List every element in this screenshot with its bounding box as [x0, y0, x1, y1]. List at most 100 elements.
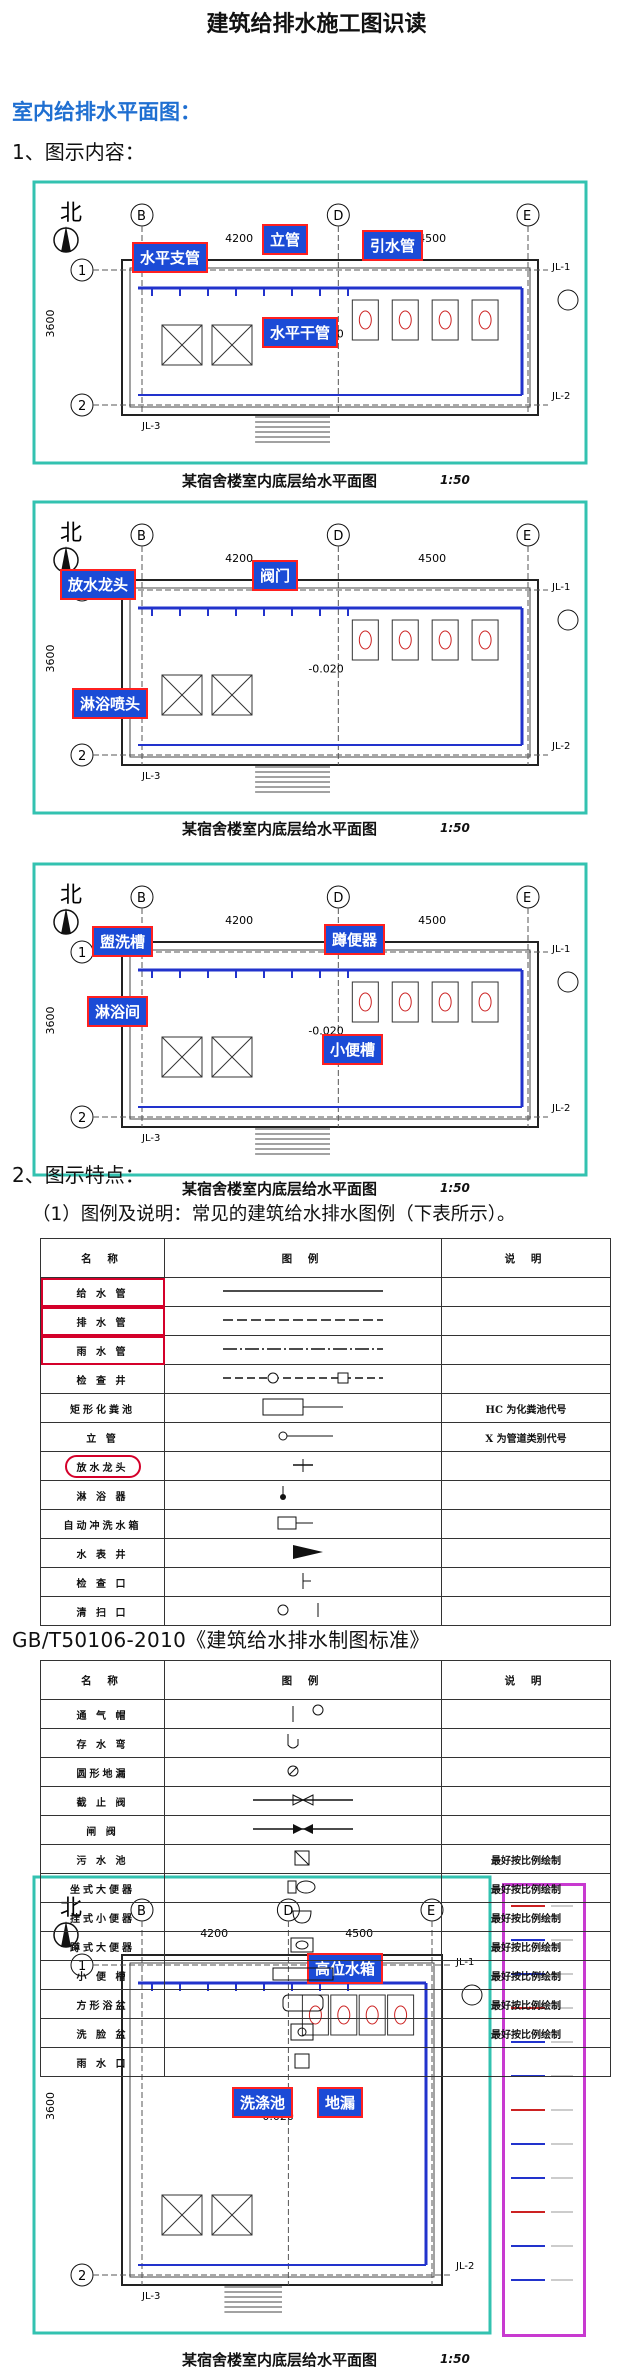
- legend-row: 放水龙头: [40, 1451, 611, 1481]
- legend-item-note: 最好按比例绘制: [441, 1989, 611, 2019]
- legend-symbol: [292, 1910, 312, 1924]
- callout-label: 淋浴间: [87, 996, 149, 1027]
- svg-text:1: 1: [78, 946, 86, 961]
- legend-item-name: 检 查 口: [76, 1578, 129, 1590]
- legend-row: 通 气 帽: [40, 1699, 611, 1729]
- legend-item-note: [441, 1306, 611, 1336]
- legend-item-note: [441, 1335, 611, 1365]
- legend-symbol: [292, 1704, 324, 1722]
- legend-row: 水 表 井: [40, 1538, 611, 1568]
- legend-item-note: [441, 1277, 611, 1307]
- floor-plan-1: 北BDE12420045003600-0.020JL-1JL-2JL-3水平支管…: [32, 180, 588, 495]
- legend-symbol: [287, 1765, 299, 1776]
- legend-row: 存 水 弯: [40, 1728, 611, 1758]
- svg-text:4200: 4200: [225, 232, 253, 245]
- svg-text:3600: 3600: [44, 310, 57, 338]
- svg-text:E: E: [523, 529, 531, 544]
- legend-symbol: [278, 1431, 333, 1440]
- legend-item-note: [441, 1451, 611, 1481]
- legend-row: 雨 水 口: [40, 2047, 611, 2077]
- legend-symbol: [253, 1823, 353, 1834]
- svg-text:E: E: [523, 209, 531, 224]
- svg-text:B: B: [137, 891, 146, 906]
- legend-symbol: [223, 1318, 383, 1321]
- legend-header: 说 明: [441, 1238, 611, 1278]
- legend-item-name: 淋 浴 器: [76, 1491, 129, 1503]
- floor-plan-2: 北BDE12420045003600-0.020JL-1JL-2JL-3放水龙头…: [32, 500, 588, 845]
- legend-item-name: 自动冲洗水箱: [63, 1520, 142, 1532]
- legend-item-name: 雨 水 管: [76, 1346, 129, 1358]
- plan-caption: 某宿舍楼室内底层给水平面图: [182, 1180, 378, 1198]
- standard-reference: GB/T50106-2010《建筑给水排水制图标准》: [12, 1628, 430, 1652]
- section-heading: 室内给排水平面图：: [12, 100, 201, 124]
- legend-symbol: [223, 1347, 383, 1350]
- callout-label: 引水管: [362, 230, 424, 261]
- callout-label: 洗涤池: [232, 2087, 294, 2118]
- legend-item-note: [441, 1815, 611, 1845]
- north-label: 北: [60, 521, 82, 546]
- legend-row: 蹲式大便器最好按比例绘制: [40, 1931, 611, 1961]
- legend-item-name: 蹲式大便器: [70, 1942, 135, 1954]
- north-label: 北: [60, 883, 82, 908]
- legend-header: 图 例: [164, 1660, 442, 1700]
- callout-label: 地漏: [317, 2087, 364, 2118]
- legend-symbol: [223, 1289, 383, 1292]
- plan-scale: 1:50: [440, 473, 470, 487]
- legend-row: 检 查 口: [40, 1567, 611, 1597]
- legend-item-name: 清 扫 口: [76, 1607, 129, 1619]
- legend-item-name: 给 水 管: [76, 1288, 129, 1300]
- svg-text:2: 2: [78, 399, 86, 414]
- legend-item-name: 水 表 井: [76, 1549, 129, 1561]
- legend-symbol: [223, 1372, 383, 1383]
- svg-text:JL-3: JL-3: [141, 771, 160, 782]
- legend-symbol: [293, 1458, 313, 1472]
- legend-symbol: [262, 1398, 343, 1415]
- plan-caption: 某宿舍楼室内底层给水平面图: [182, 2351, 378, 2369]
- callout-label: 立管: [262, 224, 309, 255]
- svg-text:4500: 4500: [418, 232, 446, 245]
- svg-text:B: B: [137, 529, 146, 544]
- svg-text:4200: 4200: [225, 914, 253, 927]
- legend-symbol: [282, 1994, 324, 2011]
- legend-header: 名 称: [40, 1238, 165, 1278]
- legend-item-name: 存 水 弯: [76, 1739, 129, 1751]
- legend-item-name: 雨 水 口: [76, 2058, 129, 2070]
- subsection-content: 1、图示内容：: [12, 140, 145, 164]
- legend-item-note: [441, 1699, 611, 1729]
- plan-scale: 1:50: [440, 821, 470, 835]
- legend-symbol: [287, 1880, 316, 1893]
- plan-caption: 某宿舍楼室内底层给水平面图: [182, 472, 378, 490]
- svg-text:4500: 4500: [418, 914, 446, 927]
- legend-item-name: 坐式大便器: [70, 1884, 135, 1896]
- legend-item-note: [441, 1596, 611, 1626]
- legend-item-name: 洗 脸 盆: [76, 2029, 129, 2041]
- legend-item-note: [441, 1364, 611, 1394]
- svg-text:JL-1: JL-1: [551, 262, 570, 273]
- legend-item-name: 通 气 帽: [76, 1710, 129, 1722]
- svg-text:JL-1: JL-1: [551, 582, 570, 593]
- svg-text:3600: 3600: [44, 1007, 57, 1035]
- legend-item-note: [441, 1567, 611, 1597]
- legend-item-note: [441, 1757, 611, 1787]
- legend-symbol: [294, 1850, 310, 1865]
- svg-text:D: D: [333, 209, 343, 224]
- legend-symbol: [272, 1967, 334, 1980]
- legend-row: 给 水 管: [40, 1277, 611, 1307]
- svg-text:JL-3: JL-3: [141, 421, 160, 432]
- svg-text:D: D: [333, 529, 343, 544]
- legend-item-name: 立 管: [86, 1433, 119, 1445]
- legend-row: 圆形地漏: [40, 1757, 611, 1787]
- svg-text:JL-2: JL-2: [551, 391, 570, 402]
- legend-symbol: [290, 2023, 314, 2040]
- legend-item-name: 放水龙头: [64, 1454, 141, 1478]
- svg-text:2: 2: [78, 1111, 86, 1126]
- legend-symbol: [253, 1793, 353, 1806]
- legend-description: （1）图例及说明：常见的建筑给水排水图例（下表所示）。: [32, 1204, 516, 1225]
- legend-item-note: [441, 1538, 611, 1568]
- callout-label: 盥洗槽: [92, 926, 154, 957]
- callout-label: 淋浴喷头: [72, 688, 149, 719]
